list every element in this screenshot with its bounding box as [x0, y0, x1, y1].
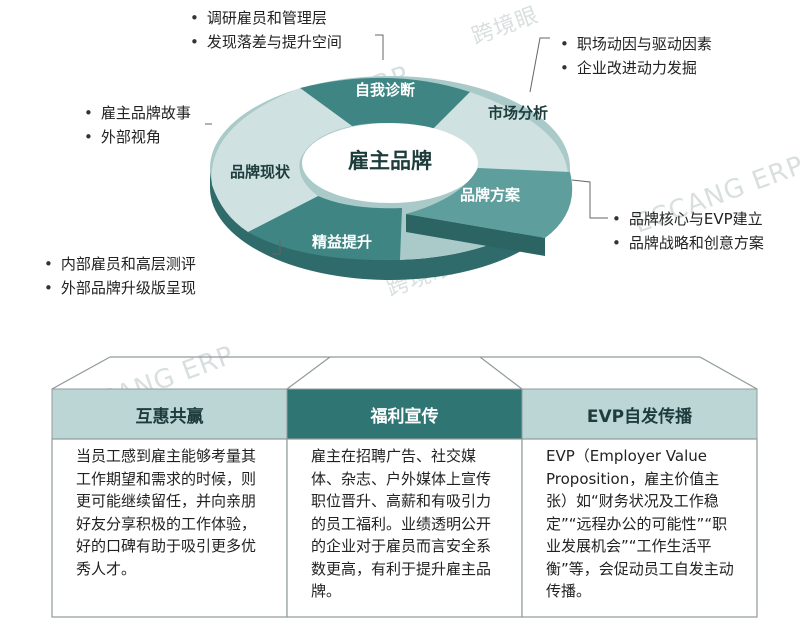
callout-item: 品牌核心与EVP建立 — [612, 207, 764, 231]
connector-line — [571, 179, 608, 219]
column-title: EVP自发传播 — [586, 406, 693, 427]
callout-item: 职场动因与驱动因素 — [560, 32, 712, 56]
callout-right-bottom: 品牌核心与EVP建立 品牌战略和创意方案 — [612, 207, 764, 255]
segment-market-analysis — [430, 92, 568, 175]
column-title: 福利宣传 — [370, 406, 439, 427]
callout-item: 外部视角 — [84, 125, 191, 149]
column-body-bg — [286, 438, 523, 618]
column-header-bg — [51, 388, 288, 440]
callout-item: 外部品牌升级版呈现 — [44, 276, 196, 300]
callout-item: 企业改进动力发掘 — [560, 56, 712, 80]
segment-label: 自我诊断 — [355, 81, 415, 99]
callout-left-top: 雇主品牌故事 外部视角 — [84, 101, 191, 149]
segment-label: 品牌方案 — [460, 186, 521, 204]
segment-label: 市场分析 — [488, 104, 548, 122]
callout-item: 品牌战略和创意方案 — [612, 231, 764, 255]
segment-self-diagnosis — [300, 77, 470, 132]
ring-hole — [302, 123, 478, 203]
callout-top: 调研雇员和管理层 发现落差与提升空间 — [190, 6, 342, 54]
funnel-line — [51, 356, 111, 390]
column-body-text: EVP（Employer Value Proposition，雇主价值主张）如“… — [546, 447, 734, 600]
connector-line — [375, 34, 384, 60]
column-body-bg — [51, 438, 288, 618]
connector-line — [272, 240, 281, 255]
funnel-line — [286, 356, 331, 390]
column-header-bg — [286, 388, 523, 440]
callout-item: 发现落差与提升空间 — [190, 30, 342, 54]
connector-line — [529, 37, 550, 93]
column-body-bg — [521, 438, 758, 618]
segment-lean-improvement — [248, 196, 402, 261]
column-header-bg — [521, 388, 758, 440]
callout-item: 内部雇员和高层测评 — [44, 252, 196, 276]
funnel-line — [479, 356, 523, 390]
callout-right-top: 职场动因与驱动因素 企业改进动力发掘 — [560, 32, 712, 80]
callout-item: 雇主品牌故事 — [84, 101, 191, 125]
segment-brand-plan-side — [406, 214, 545, 256]
funnel-line — [699, 356, 758, 390]
segment-brand-status — [211, 88, 352, 232]
callout-left-bottom: 内部雇员和高层测评 外部品牌升级版呈现 — [44, 252, 196, 300]
column-body-text: 当员工感到雇主能够考量其工作期望和需求的时候，则更可能继续留任，并向亲朋好友分享… — [76, 447, 257, 578]
column-title: 互惠共赢 — [135, 406, 204, 427]
center-label: 雇主品牌 — [348, 149, 432, 173]
column-body-text: 雇主在招聘广告、社交媒体、杂志、户外媒体上宣传职位晋升、高薪和有吸引力的员工福利… — [311, 447, 492, 600]
callout-item: 调研雇员和管理层 — [190, 6, 342, 30]
segment-label: 品牌现状 — [230, 163, 291, 181]
segment-brand-plan — [406, 168, 573, 238]
ring-side — [210, 168, 570, 280]
segment-label: 精益提升 — [312, 233, 372, 251]
